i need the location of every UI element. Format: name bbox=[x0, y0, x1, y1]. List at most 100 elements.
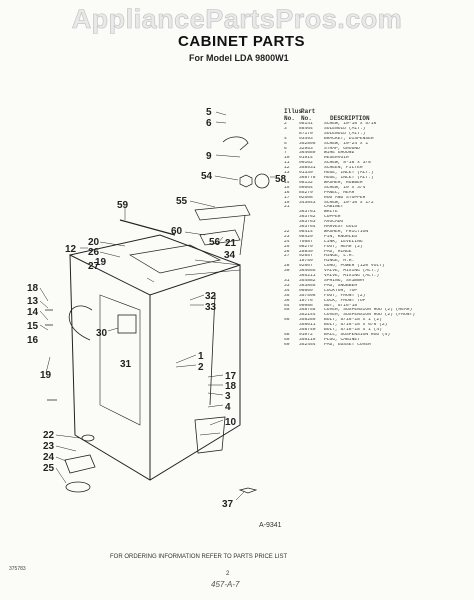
description-cell: VALVE, MIXING (ALT.) bbox=[324, 269, 380, 274]
part-no-cell: 75687 bbox=[299, 239, 313, 244]
part-no-cell: 88464 bbox=[299, 126, 313, 131]
ordering-note: FOR ORDERING INFORMATION REFER TO PARTS … bbox=[110, 554, 288, 560]
description-cell: NUT, 5/16-18 bbox=[324, 303, 358, 308]
illus-no-cell: 10 bbox=[284, 156, 290, 161]
callout-26: 26 bbox=[88, 247, 100, 258]
illus-no-cell: 19 bbox=[284, 200, 290, 205]
description-cell: SCREW, 10-24 x 1 bbox=[324, 141, 369, 146]
part-no-cell: 368778 bbox=[299, 175, 316, 180]
illus-no-cell: 24 bbox=[284, 239, 290, 244]
description-cell: PIN, KNURLED bbox=[324, 234, 358, 239]
callout-54: 54 bbox=[201, 171, 213, 182]
part-no-cell: 02508 bbox=[299, 195, 313, 200]
illus-no-cell: 27 bbox=[284, 254, 290, 259]
illus-no-cell: 34 bbox=[284, 288, 290, 293]
washer-part bbox=[81, 434, 95, 442]
callout-18b: 18 bbox=[225, 381, 237, 392]
inlet-hose-part bbox=[68, 305, 93, 341]
description-cell: SCREW, 10 x 3/4 bbox=[324, 185, 366, 190]
part-no-cell: 91914 bbox=[299, 156, 313, 161]
callout-12: 12 bbox=[65, 244, 77, 255]
part-no-cell: 98669 bbox=[299, 288, 313, 293]
callout-21: 21 bbox=[225, 238, 237, 249]
illus-no-cell: 56 bbox=[284, 318, 290, 323]
callout-5: 5 bbox=[206, 107, 212, 118]
page-title: CABINET PARTS bbox=[178, 33, 306, 50]
description-cell: PAD, SNUBBER bbox=[324, 283, 358, 288]
description-cell: WASHER, RUBBER bbox=[324, 180, 363, 185]
illus-no-cell: 59 bbox=[284, 337, 290, 342]
callout-60: 60 bbox=[171, 226, 183, 237]
callout-19b: 19 bbox=[40, 370, 52, 381]
description-cell: AVOCADO bbox=[324, 220, 344, 225]
callout-9: 9 bbox=[206, 151, 212, 162]
description-cell: LOCKTOR, TOP bbox=[324, 288, 358, 293]
description-cell: SCREEN, FILTER bbox=[324, 166, 363, 171]
callout-16: 16 bbox=[27, 335, 39, 346]
cabinet-top-edge bbox=[69, 234, 241, 266]
part-no-cell: 90564 bbox=[299, 185, 313, 190]
part-no-cell: 363855 bbox=[299, 283, 316, 288]
illus-no-cell: 36 bbox=[284, 298, 290, 303]
part-no-cell: 356611 bbox=[299, 323, 316, 328]
callout-37: 37 bbox=[222, 499, 234, 510]
callout-59: 59 bbox=[117, 200, 129, 211]
part-no-cell: 98132 bbox=[299, 180, 313, 185]
description-cell: FOOT, REAR (2) bbox=[324, 244, 363, 249]
illus-no-cell: 2 bbox=[284, 122, 287, 126]
illus-no-header: Illus. No. bbox=[284, 108, 306, 122]
callout-34: 34 bbox=[224, 250, 236, 261]
part-no-cell: 91072 bbox=[299, 332, 313, 337]
exploded-diagram: 5 6 9 54 58 55 59 60 56 20 21 26 12 18 1… bbox=[27, 107, 287, 510]
cabinet-top-bracket bbox=[129, 244, 222, 274]
part-no-cell: 358740 bbox=[299, 328, 316, 333]
part-no-header: Part No. bbox=[301, 108, 316, 122]
description-cell: PAD, HINGE bbox=[324, 249, 352, 254]
ground-strap-part bbox=[222, 136, 249, 151]
callout-2: 2 bbox=[198, 362, 204, 373]
part-no-cell: 32953 bbox=[299, 146, 313, 151]
description-cell: ROD AND STOPPER bbox=[324, 195, 366, 200]
part-no-cell: 98414 bbox=[299, 229, 313, 234]
illus-no-cell: 23 bbox=[284, 234, 290, 239]
illus-no-cell: 28 bbox=[284, 264, 290, 269]
part-no-cell: 352895 bbox=[299, 141, 316, 146]
description-cell: SCREW, 10-16 x 5/16 bbox=[324, 122, 377, 126]
illus-no-cell: 33 bbox=[284, 283, 290, 288]
callout-23: 23 bbox=[43, 441, 55, 452]
illus-no-cell: 22 bbox=[284, 229, 290, 234]
part-no-cell: 98279 bbox=[299, 244, 313, 249]
callout-1: 1 bbox=[198, 351, 204, 362]
table-row: 34 98669 LOCKTOR, TOP bbox=[284, 289, 472, 294]
illus-no-cell: 16 bbox=[284, 190, 290, 195]
callout-32: 32 bbox=[205, 291, 217, 302]
part-no-cell: 354882 bbox=[299, 279, 316, 283]
diagram-code: A-9341 bbox=[259, 522, 282, 529]
description-cell: CABINET bbox=[324, 205, 344, 210]
